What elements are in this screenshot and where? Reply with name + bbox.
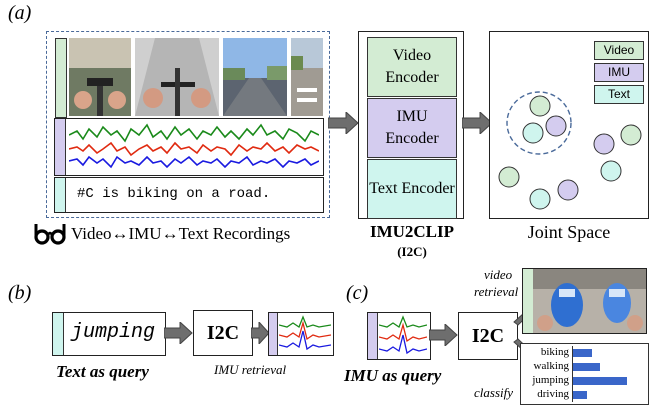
imu-retrieval-box [268,312,334,356]
class-bar-biking [573,349,592,357]
arrow-c1 [429,324,458,346]
text-query-tag [53,313,64,355]
caption-text: #C is biking on a road. [77,186,271,202]
legend-video: Video [594,41,644,60]
imu-signal-box [54,118,324,176]
i2c-box-c: I2C [458,312,518,360]
panel-c-label: (c) [346,282,369,304]
text-caption-box: #C is biking on a road. [54,177,324,213]
classification-chart: biking walking jumping driving [520,343,649,405]
video-frame-3 [223,38,287,116]
imu-retrieval-label: IMU retrieval [214,362,287,377]
embedding-scatter [498,91,642,210]
imu-point [557,179,579,201]
video-retrieval-label-2: retrieval [474,284,519,299]
video-point [620,124,642,146]
text-point [529,188,551,210]
imu-retrieval-tag [269,313,278,355]
video-point [529,95,551,117]
query-imu-plot [379,315,427,355]
panel-b-label: (b) [8,282,32,304]
class-label-driving: driving [537,388,569,400]
video-point [498,166,520,188]
class-label-biking: biking [540,346,569,358]
legend-imu: IMU [594,63,644,82]
text-encoder: Text Encoder [367,159,457,219]
legend-text: Text [594,85,644,104]
panel-a-label: (a) [8,2,32,24]
text-point [600,160,622,182]
imu-encoder: IMU Encoder [367,98,457,158]
text-point [522,122,544,144]
imu-point [545,115,567,137]
joint-space-box: Video IMU Text [489,31,649,219]
model-abbr: (I2C) [397,244,427,259]
imu-query-box [367,312,431,360]
video-frame-2 [135,38,219,116]
model-name: IMU2CLIP [369,222,455,241]
retrieved-video-frame [522,268,647,334]
class-bar-jumping [573,377,627,385]
imu-query-label: IMU as query [344,366,442,385]
imu-point [593,133,615,155]
classify-label: classify [474,385,513,400]
imu-query-tag [368,313,378,359]
arrow-b2 [251,322,270,344]
class-bar-driving [573,391,587,399]
class-label-jumping: jumping [532,374,569,386]
i2c-box-b: I2C [193,310,253,356]
video-frames [69,38,323,116]
recordings-frame: #C is biking on a road. [46,31,330,218]
glasses-icon [34,224,66,245]
encoders-box: Video Encoder IMU Encoder Text Encoder [358,31,464,219]
video-encoder: Video Encoder [367,37,457,97]
video-retrieval-label-1: video [484,267,513,282]
arrow-b1 [164,322,193,344]
query-word: jumping [71,321,156,344]
class-bar-walking [573,363,600,371]
class-bars [573,349,627,399]
text-query-label: Text as query [56,362,149,381]
imu-signal-plot [69,123,319,169]
arrow-to-encoders [328,112,359,134]
text-tag [55,178,66,212]
chart-axis [572,346,573,402]
imu-tag [55,119,66,175]
video-tag [55,38,67,118]
video-frame-1 [69,38,131,116]
cluster-outline [506,91,572,155]
arrow-to-joint-space [462,112,493,134]
class-label-walking: walking [533,360,569,372]
video-frame-4 [291,38,323,116]
retrieved-imu-plot [279,315,331,351]
recordings-footer-label: Video↔IMU↔Text Recordings [71,224,291,243]
joint-space-title: Joint Space [527,222,611,242]
text-query-box: jumping [52,312,166,356]
